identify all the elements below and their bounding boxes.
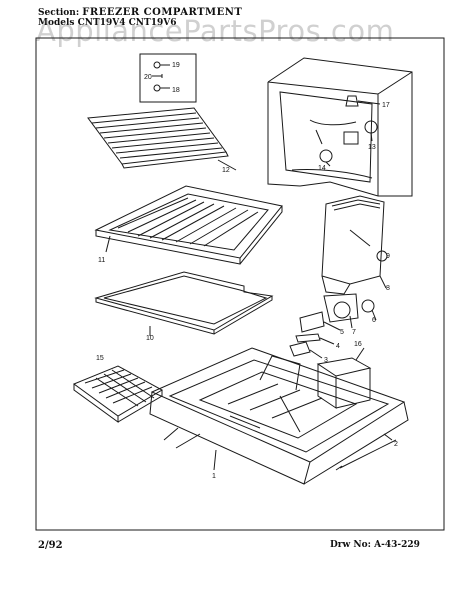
callout-20: 20 <box>144 74 152 81</box>
callout-18: 18 <box>172 87 180 94</box>
part-19-clip <box>153 61 161 69</box>
callout-8: 8 <box>386 285 390 292</box>
callout-11: 11 <box>98 257 105 264</box>
callout-3: 3 <box>324 357 328 364</box>
fan-assembly <box>323 293 377 329</box>
part-17-light <box>345 95 359 107</box>
part-3-defrost-heater <box>289 341 311 357</box>
part-11-shelf-frame <box>94 185 283 265</box>
section-label: Section: <box>38 8 80 18</box>
revision-date: 2/92 <box>38 540 63 551</box>
callout-19: 19 <box>172 62 180 69</box>
models-value: CNT19V4 CNT19V6 <box>77 18 177 28</box>
part-4-bracket <box>295 333 321 343</box>
models-label: Models <box>38 18 75 28</box>
callout-5: 5 <box>340 329 344 336</box>
part-14-knob <box>319 149 333 163</box>
drawing-number: Drw No: A-43-229 <box>330 540 420 550</box>
part-7-fan-blade <box>333 301 351 319</box>
watermark-text: AppliancePartsPros.com <box>36 14 395 48</box>
hardware-detail-box <box>139 53 197 103</box>
callout-15: 15 <box>96 355 104 362</box>
callout-14: 14 <box>318 165 326 172</box>
part-16-drain-pan <box>316 347 372 409</box>
callout-16: 16 <box>354 341 362 348</box>
part-9-screw <box>376 250 388 262</box>
part-5-fan-guard <box>299 311 325 333</box>
part-8-evaporator-cover <box>321 195 387 295</box>
part-15-ice-tray <box>72 365 164 423</box>
drawing-frame <box>35 37 445 531</box>
part-2-gasket-strip <box>339 439 397 469</box>
callout-4: 4 <box>336 343 340 350</box>
part-20-screw <box>152 74 163 78</box>
callout-9: 9 <box>386 253 390 260</box>
callout-7: 7 <box>352 329 356 336</box>
freezer-cabinet-liner <box>267 57 413 197</box>
part-1-liner-tray <box>149 347 409 485</box>
diagram-header: Section: FREEZER COMPARTMENT Models CNT1… <box>38 7 243 29</box>
part-12-wire-shelf <box>87 107 237 171</box>
part-6-motor <box>361 299 375 313</box>
part-10-panel <box>94 271 274 336</box>
callout-17: 17 <box>382 102 390 109</box>
callout-12: 12 <box>222 167 230 174</box>
part-18-washer <box>153 84 161 92</box>
callout-6: 6 <box>372 317 376 324</box>
callout-1: 1 <box>212 473 216 480</box>
section-title: FREEZER COMPARTMENT <box>82 7 243 18</box>
callout-10: 10 <box>146 335 154 342</box>
callout-13: 13 <box>368 144 376 151</box>
callout-2: 2 <box>394 441 398 448</box>
